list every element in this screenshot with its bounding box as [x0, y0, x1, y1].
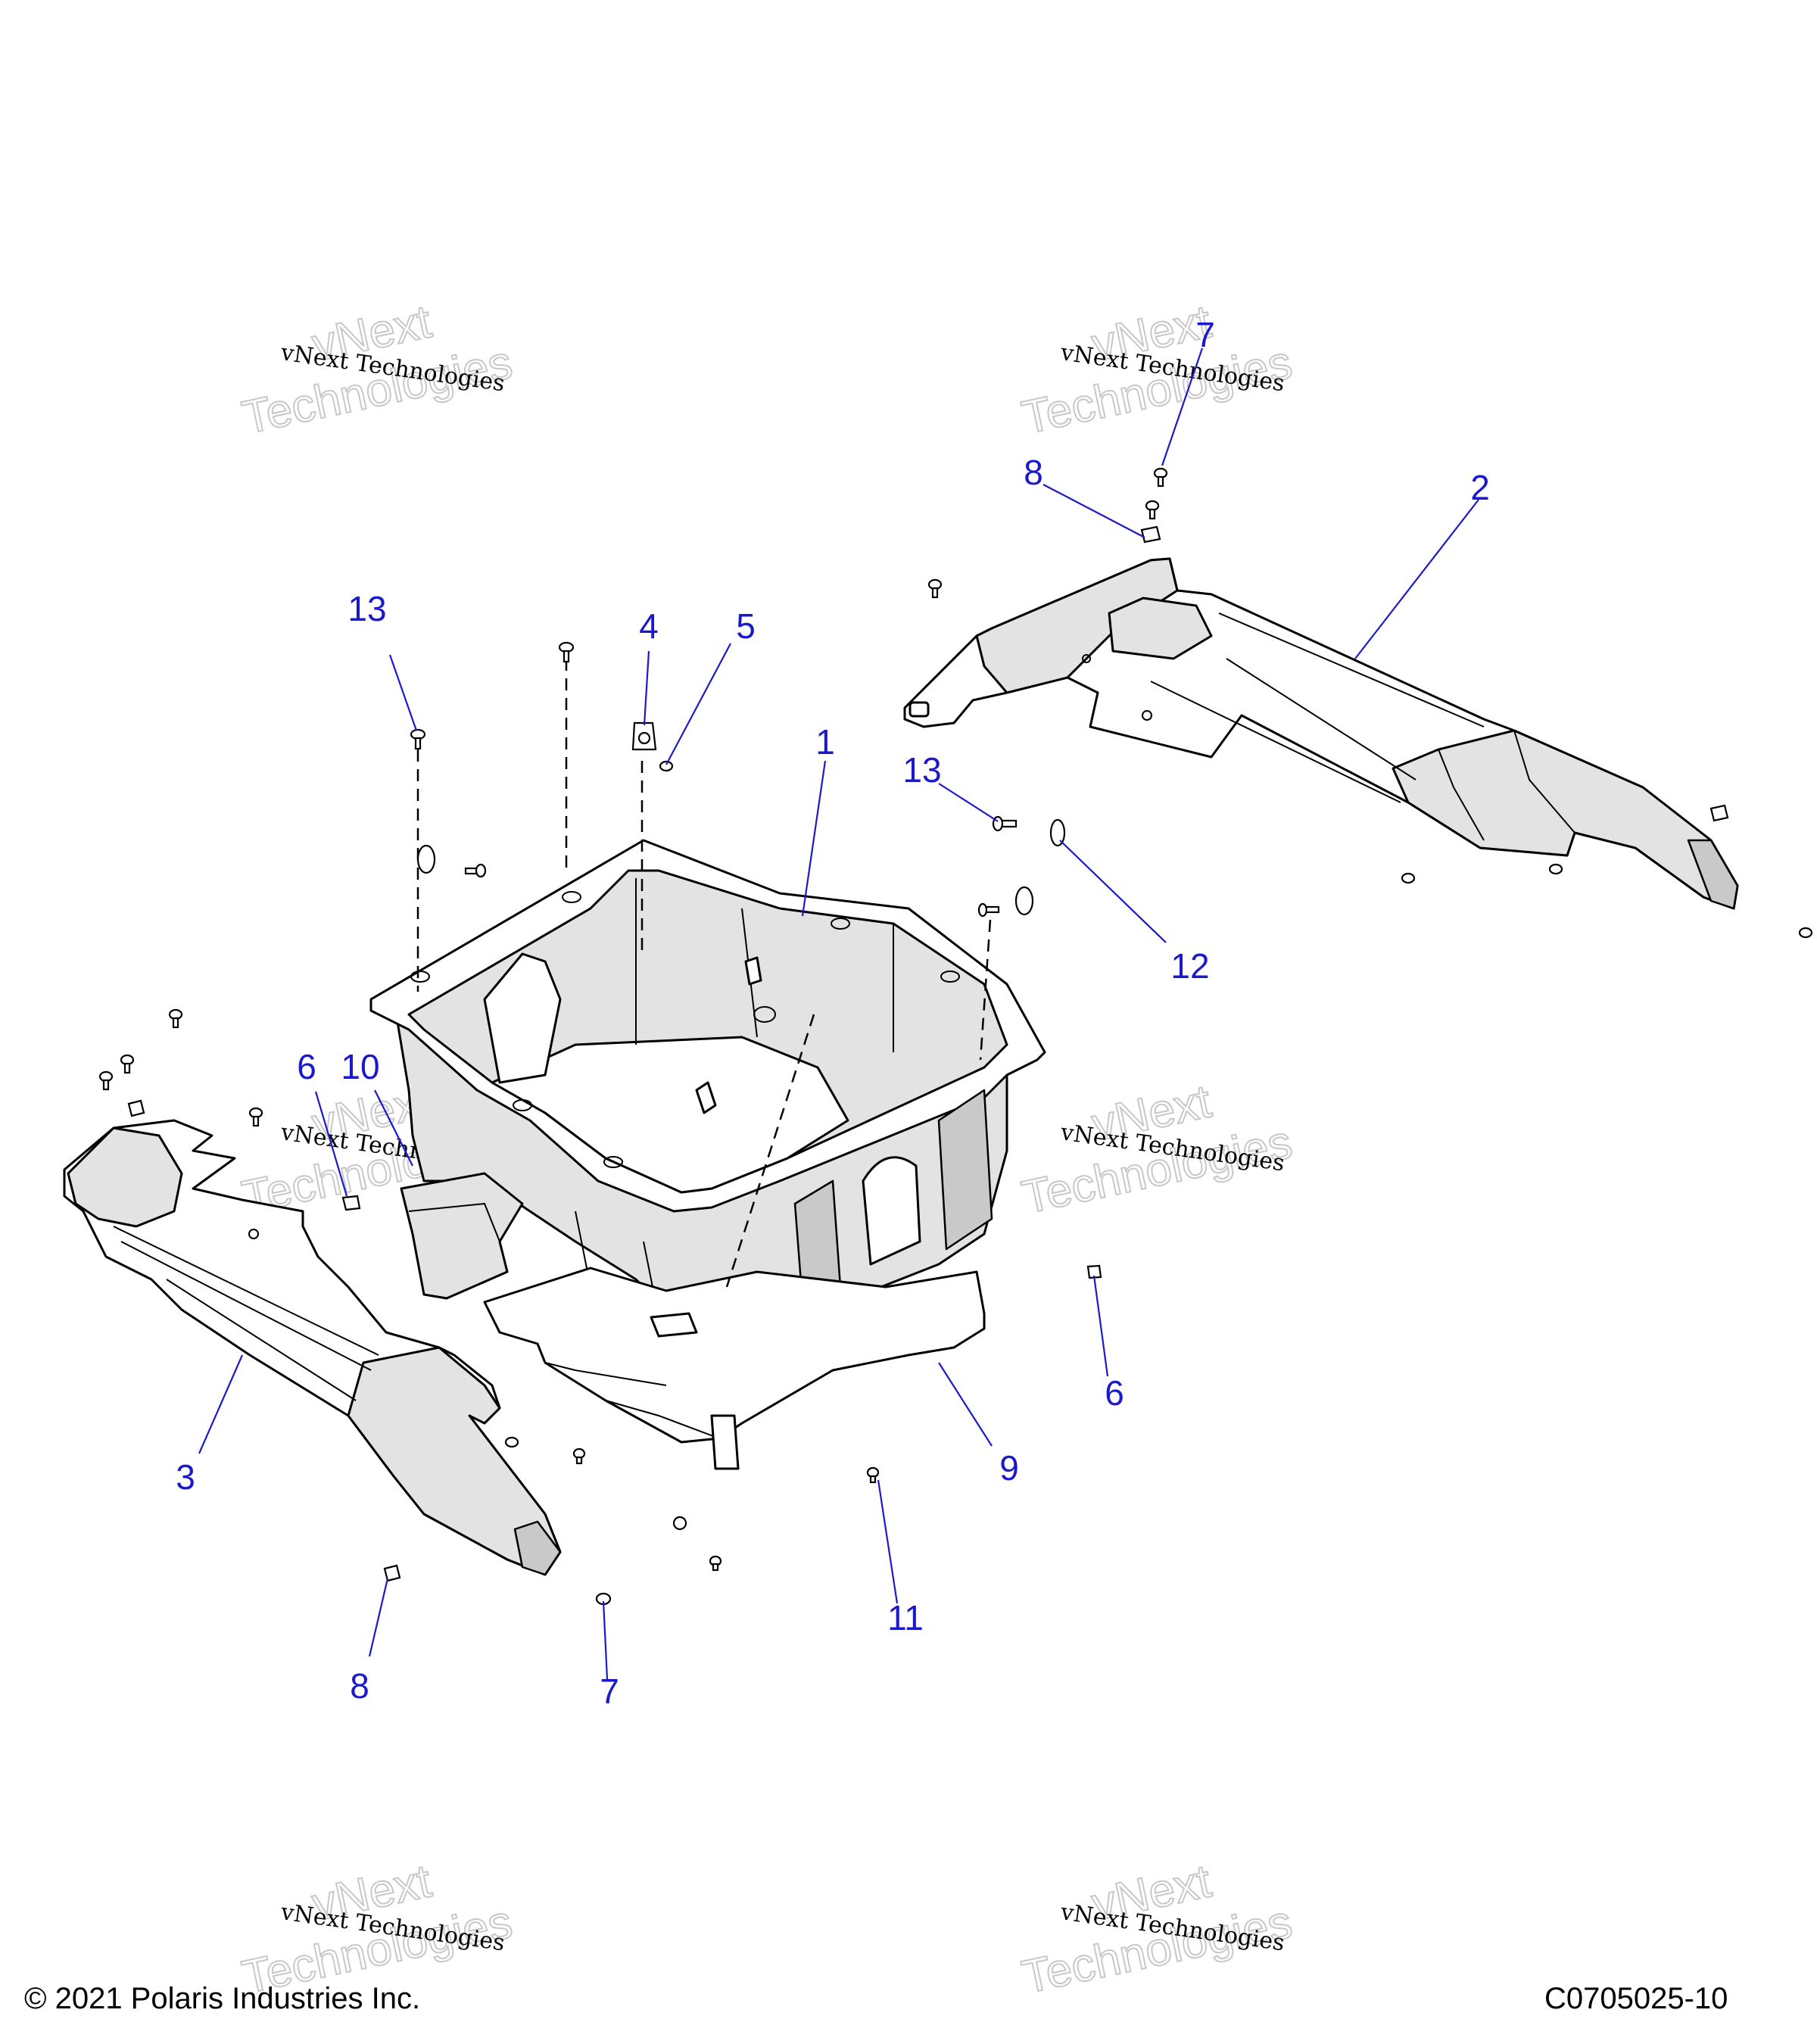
tie-down-icon	[631, 721, 657, 751]
screw-icon	[1798, 927, 1813, 939]
grommet-icon	[1049, 818, 1066, 847]
leader-lines	[198, 347, 1479, 1680]
fasteners	[98, 467, 1813, 1606]
callout-2: 2	[1470, 468, 1490, 507]
part-box-bracket	[400, 1172, 524, 1300]
clip-nut-icon	[383, 1564, 401, 1582]
diagram-code: C0705025-10	[1544, 1982, 1728, 2015]
screw-icon	[1401, 872, 1416, 884]
screw-icon	[464, 863, 487, 878]
callout-7-top: 7	[1195, 315, 1215, 354]
part-rear-upper-frame	[903, 557, 1739, 910]
part-rear-lower-frame	[63, 1119, 562, 1576]
callout-7-bottom: 7	[600, 1672, 619, 1711]
clip-nut-icon	[127, 1099, 145, 1117]
screw-icon	[1548, 863, 1563, 875]
callout-6-right: 6	[1105, 1373, 1124, 1413]
screw-icon	[1153, 467, 1168, 488]
clip-nut-icon	[1709, 804, 1729, 822]
screw-icon	[992, 815, 1018, 832]
copyright-text: © 2021 Polaris Industries Inc.	[24, 1982, 421, 2015]
screw-icon	[248, 1107, 263, 1127]
callout-4: 4	[639, 606, 659, 646]
screw-icon	[410, 728, 426, 750]
clip-nut-icon	[1140, 525, 1161, 544]
callout-1: 1	[815, 722, 835, 762]
callout-8-bottom: 8	[350, 1666, 369, 1706]
callout-8-top: 8	[1024, 453, 1043, 492]
nut-icon	[341, 1195, 361, 1211]
callout-labels: 1 2 3 4 5 6 6 7 7 8 8 9 10 11 12 13 13	[176, 315, 1490, 1711]
assembly-lines	[416, 659, 992, 1288]
callout-11: 11	[887, 1598, 924, 1637]
nut-icon	[1086, 1264, 1102, 1279]
screw-icon	[927, 578, 943, 599]
tie-down-icon	[1014, 886, 1034, 916]
bolt-icon	[659, 760, 674, 772]
screw-icon	[977, 902, 1000, 918]
callout-10: 10	[341, 1047, 379, 1086]
screw-icon	[168, 1008, 183, 1029]
screw-icon	[709, 1555, 722, 1572]
callout-6-left: 6	[297, 1047, 316, 1086]
callout-3: 3	[176, 1457, 195, 1497]
callout-5: 5	[736, 606, 756, 646]
callout-13-left: 13	[348, 589, 386, 628]
callout-13-right: 13	[902, 750, 941, 790]
tie-down-icon	[416, 844, 436, 874]
callout-9: 9	[999, 1448, 1019, 1488]
screw-icon	[98, 1070, 114, 1091]
screw-icon	[504, 1436, 519, 1448]
screw-icon	[866, 1466, 880, 1484]
screw-icon	[120, 1054, 135, 1074]
part-cargo-box	[369, 839, 1046, 1334]
part-skid-plate	[483, 1267, 986, 1470]
nut-icon	[672, 1516, 687, 1531]
screw-icon	[572, 1447, 586, 1465]
screw-icon	[558, 641, 575, 663]
callout-12: 12	[1170, 946, 1209, 986]
screw-icon	[1145, 500, 1160, 520]
